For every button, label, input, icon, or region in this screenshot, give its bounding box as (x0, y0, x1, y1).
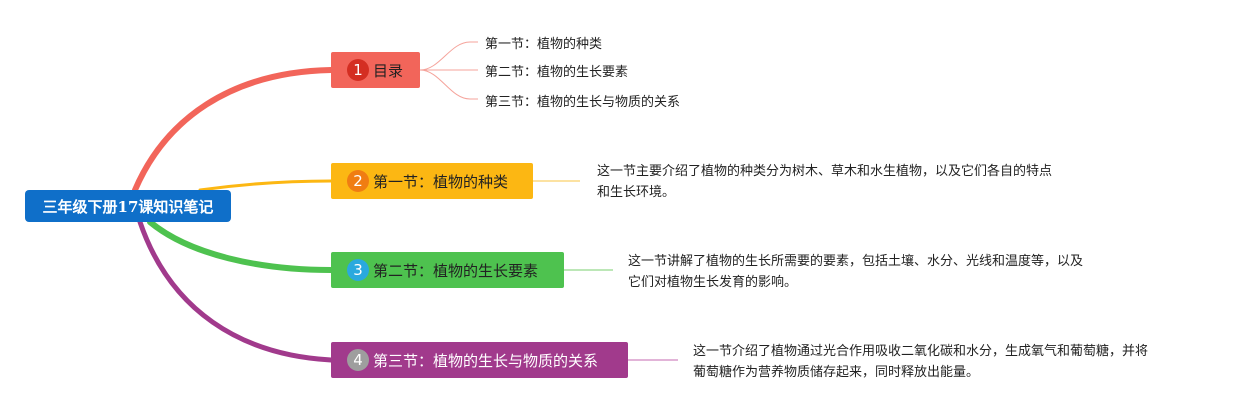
connector-toc-child-3 (419, 69, 478, 100)
section-1-note[interactable]: 这一节主要介绍了植物的种类分为树木、草木和水生植物，以及它们各自的特点 和生长环… (597, 161, 1052, 203)
root-title: 三年级下册17课知识笔记 (42, 197, 214, 216)
toc-item-section-1[interactable]: 第一节：植物的种类 (485, 37, 603, 52)
branch-label: 第二节：植物的生长要素 (373, 261, 539, 280)
number-1-icon: 1 (347, 59, 369, 81)
connector-root-branch-4 (137, 219, 334, 363)
branch-section-1[interactable]: 2 第一节：植物的种类 (331, 163, 533, 199)
branch-section-2[interactable]: 3 第二节：植物的生长要素 (331, 252, 564, 288)
note-line: 葡萄糖作为营养物质储存起来，同时释放出能量。 (693, 365, 980, 380)
toc-item-section-2[interactable]: 第二节：植物的生长要素 (485, 65, 629, 80)
connector-root-branch-1 (132, 67, 334, 193)
branch-label: 第三节：植物的生长与物质的关系 (373, 351, 599, 370)
note-line: 它们对植物生长发育的影响。 (628, 275, 798, 290)
branch-section-3[interactable]: 4 第三节：植物的生长与物质的关系 (331, 342, 628, 378)
section-3-note[interactable]: 这一节介绍了植物通过光合作用吸收二氧化碳和水分，生成氧气和葡萄糖，并将 葡萄糖作… (693, 341, 1148, 383)
branch-label: 目录 (373, 61, 404, 80)
branch-label: 第一节：植物的种类 (373, 172, 509, 191)
connector-root-branch-2 (198, 179, 333, 192)
number-3-icon: 3 (347, 259, 369, 281)
number-2-icon: 2 (347, 170, 369, 192)
note-line: 和生长环境。 (597, 185, 676, 200)
number-4-icon: 4 (347, 349, 369, 371)
section-2-note[interactable]: 这一节讲解了植物的生长所需要的要素，包括土壤、水分、光线和温度等，以及 它们对植… (628, 251, 1083, 293)
note-line: 这一节讲解了植物的生长所需要的要素，包括土壤、水分、光线和温度等，以及 (628, 254, 1084, 269)
note-line: 这一节介绍了植物通过光合作用吸收二氧化碳和水分，生成氧气和葡萄糖，并将 (693, 344, 1149, 359)
note-line: 这一节主要介绍了植物的种类分为树木、草木和水生植物，以及它们各自的特点 (597, 164, 1053, 179)
connector-toc-child-1 (419, 41, 478, 71)
toc-item-section-3[interactable]: 第三节：植物的生长与物质的关系 (485, 95, 681, 110)
connector-root-branch-3 (147, 219, 334, 273)
root-node[interactable]: 三年级下册17课知识笔记 (25, 190, 231, 222)
branch-table-of-contents[interactable]: 1 目录 (331, 52, 420, 88)
